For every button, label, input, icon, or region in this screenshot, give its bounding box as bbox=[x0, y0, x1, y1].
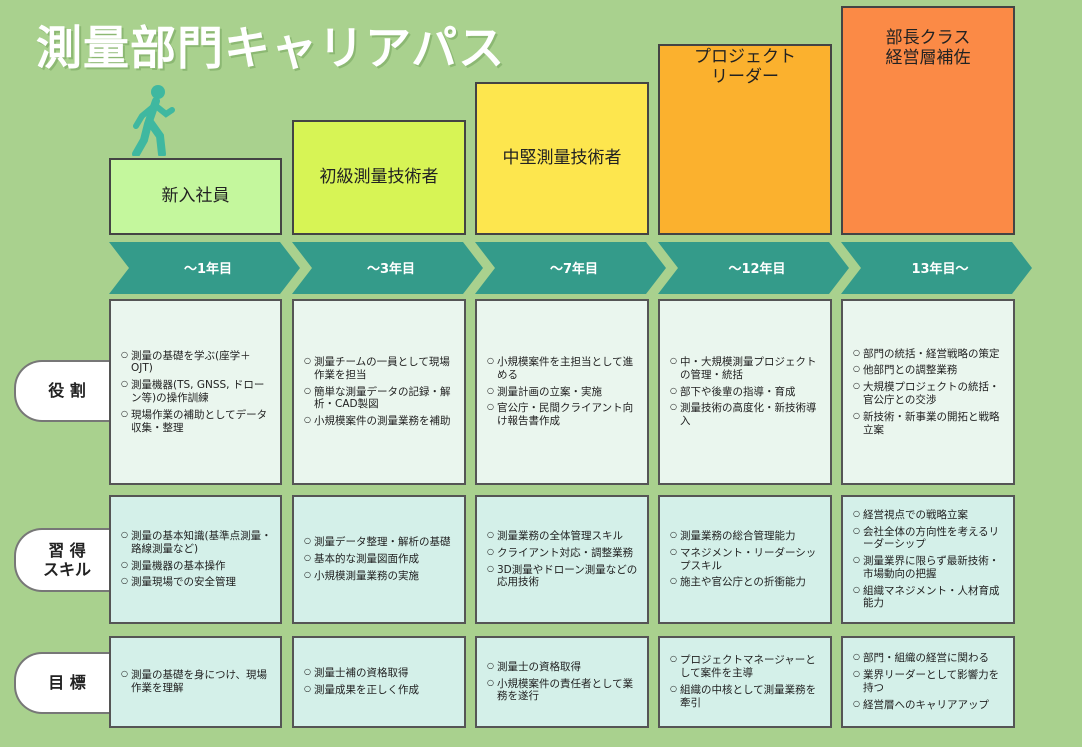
bullet-item: 小規模案件の測量業務を補助 bbox=[304, 415, 456, 428]
bullet-item: 小規模案件の責任者として業務を遂行 bbox=[487, 678, 639, 704]
bullet-item: マネジメント・リーダーシップスキル bbox=[670, 547, 822, 573]
year-label: 〜7年目 bbox=[549, 262, 599, 277]
bullet-item: 簡単な測量データの記録・解析・CAD製図 bbox=[304, 386, 456, 412]
role-cell: 小規模案件を主担当として進める測量計画の立案・実施官公庁・民間クライアント向け報… bbox=[475, 299, 649, 485]
bullet-item: 小規模案件を主担当として進める bbox=[487, 356, 639, 382]
skills-cell: 測量業務の全体管理スキルクライアント対応・調整業務 3D測量やドローン測量などの応… bbox=[475, 495, 649, 624]
bullet-item: 測量計画の立案・実施 bbox=[487, 386, 639, 399]
timeline-arrow bbox=[841, 242, 1032, 294]
stage-project-leader: プロジェクトリーダー bbox=[658, 44, 832, 235]
role-cell: 部門の統括・経営戦略の策定他部門との調整業務大規模プロジェクトの統括・官公庁との… bbox=[841, 299, 1015, 485]
role-cell: 中・大規模測量プロジェクトの管理・統括部下や後輩の指導・育成測量技術の高度化・新… bbox=[658, 299, 832, 485]
bullet-item: 現場作業の補助としてデータ収集・整理 bbox=[121, 409, 272, 435]
bullet-item: 測量チームの一員として現場作業を担当 bbox=[304, 356, 456, 382]
role-cell: 測量の基礎を学ぶ(座学＋OJT) 測量機器(TS, GNSS, ドローン等)の操作… bbox=[109, 299, 282, 485]
row-label-skills: 習 得スキル bbox=[14, 528, 118, 592]
bullet-item: 測量業界に限らず最新技術・市場動向の把握 bbox=[853, 555, 1005, 581]
goal-cell: プロジェクトマネージャーとして案件を主導組織の中核として測量業務を牽引 bbox=[658, 636, 832, 728]
bullet-item: 測量の基礎を身につけ、現場作業を理解 bbox=[121, 669, 272, 695]
year-label: 〜1年目 bbox=[183, 262, 233, 277]
year-label: 13年目〜 bbox=[911, 262, 969, 277]
bullet-item: プロジェクトマネージャーとして案件を主導 bbox=[670, 654, 822, 680]
bullet-item: 測量データ整理・解析の基礎 bbox=[304, 536, 456, 549]
bullet-item: 経営視点での戦略立案 bbox=[853, 509, 1005, 522]
goal-cell: 測量の基礎を身につけ、現場作業を理解 bbox=[109, 636, 282, 728]
timeline-arrow bbox=[292, 242, 483, 294]
timeline-arrow bbox=[658, 242, 849, 294]
stage-new-employee: 新入社員 bbox=[109, 158, 282, 235]
bullet-item: 部門の統括・経営戦略の策定 bbox=[853, 348, 1005, 361]
bullet-item: 測量業務の総合管理能力 bbox=[670, 530, 822, 543]
timeline-arrow bbox=[109, 242, 300, 294]
year-label: 〜12年目 bbox=[728, 262, 786, 277]
bullet-item: 測量成果を正しく作成 bbox=[304, 684, 456, 697]
bullet-item: 基本的な測量図面作成 bbox=[304, 553, 456, 566]
year-label: 〜3年目 bbox=[366, 262, 416, 277]
role-cell: 測量チームの一員として現場作業を担当簡単な測量データの記録・解析・CAD製図小規… bbox=[292, 299, 466, 485]
bullet-item: 測量士の資格取得 bbox=[487, 661, 639, 674]
timeline-arrow bbox=[475, 242, 666, 294]
bullet-item: 経営層へのキャリアアップ bbox=[853, 699, 1005, 712]
bullet-item: 測量技術の高度化・新技術導入 bbox=[670, 402, 822, 428]
bullet-item: 測量機器(TS, GNSS, ドローン等)の操作訓練 bbox=[121, 379, 272, 405]
row-label-goal: 目 標 bbox=[14, 652, 118, 714]
bullet-item: 小規模測量業務の実施 bbox=[304, 570, 456, 583]
bullet-item: 組織マネジメント・人材育成能力 bbox=[853, 585, 1005, 611]
bullet-item: 測量の基礎を学ぶ(座学＋OJT) bbox=[121, 350, 272, 376]
skills-cell: 測量の基本知識(基準点測量・路線測量など) 測量機器の基本操作測量現場での安全管理 bbox=[109, 495, 282, 624]
goal-cell: 部門・組織の経営に関わる業界リーダーとして影響力を持つ経営層へのキャリアアップ bbox=[841, 636, 1015, 728]
bullet-item: 部下や後輩の指導・育成 bbox=[670, 386, 822, 399]
bullet-item: 大規模プロジェクトの統括・官公庁との交渉 bbox=[853, 381, 1005, 407]
stage-mid-surveyor: 中堅測量技術者 bbox=[475, 82, 649, 235]
bullet-item: 施主や官公庁との折衝能力 bbox=[670, 576, 822, 589]
stage-junior-surveyor: 初級測量技術者 bbox=[292, 120, 466, 235]
bullet-item: 測量士補の資格取得 bbox=[304, 667, 456, 680]
bullet-item: 測量現場での安全管理 bbox=[121, 576, 272, 589]
bullet-item: 業界リーダーとして影響力を持つ bbox=[853, 669, 1005, 695]
bullet-item: クライアント対応・調整業務 bbox=[487, 547, 639, 560]
skills-cell: 測量データ整理・解析の基礎基本的な測量図面作成小規模測量業務の実施 bbox=[292, 495, 466, 624]
row-label-role: 役 割 bbox=[14, 360, 118, 422]
skills-cell: 経営視点での戦略立案会社全体の方向性を考えるリーダーシップ測量業界に限らず最新技… bbox=[841, 495, 1015, 624]
bullet-item: 測量業務の全体管理スキル bbox=[487, 530, 639, 543]
bullet-item: 3D測量やドローン測量などの応用技術 bbox=[487, 564, 639, 590]
bullet-item: 他部門との調整業務 bbox=[853, 364, 1005, 377]
skills-cell: 測量業務の総合管理能力マネジメント・リーダーシップスキル施主や官公庁との折衝能力 bbox=[658, 495, 832, 624]
person-walking-icon bbox=[132, 85, 175, 156]
bullet-item: 新技術・新事業の開拓と戦略立案 bbox=[853, 411, 1005, 437]
stage-manager: 部長クラス経営層補佐 bbox=[841, 6, 1015, 235]
goal-cell: 測量士の資格取得小規模案件の責任者として業務を遂行 bbox=[475, 636, 649, 728]
bullet-item: 測量の基本知識(基準点測量・路線測量など) bbox=[121, 530, 272, 556]
bullet-item: 官公庁・民間クライアント向け報告書作成 bbox=[487, 402, 639, 428]
bullet-item: 中・大規模測量プロジェクトの管理・統括 bbox=[670, 356, 822, 382]
goal-cell: 測量士補の資格取得測量成果を正しく作成 bbox=[292, 636, 466, 728]
bullet-item: 会社全体の方向性を考えるリーダーシップ bbox=[853, 526, 1005, 552]
bullet-item: 組織の中核として測量業務を牽引 bbox=[670, 684, 822, 710]
bullet-item: 測量機器の基本操作 bbox=[121, 560, 272, 573]
page-title: 測量部門キャリアパス bbox=[36, 21, 506, 75]
bullet-item: 部門・組織の経営に関わる bbox=[853, 652, 1005, 665]
